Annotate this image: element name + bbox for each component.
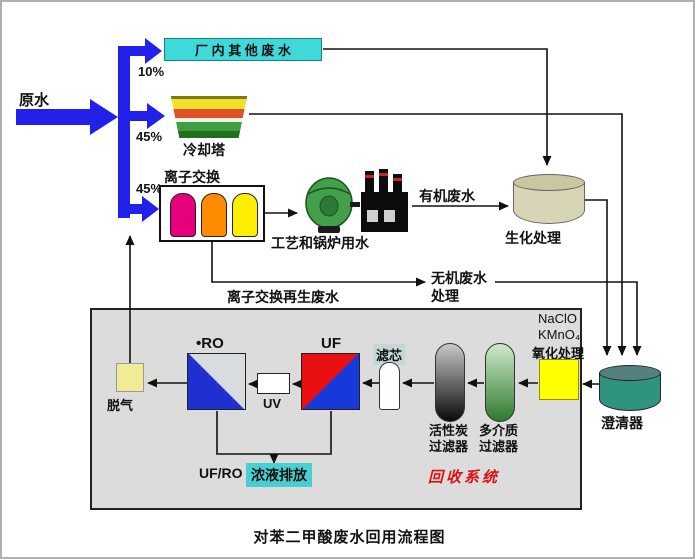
cartridge-cylinder [379, 362, 400, 410]
oxidation-box [539, 359, 579, 400]
line-ionregen-to-inorganic [211, 242, 426, 287]
line-coolingtower-to-clarifier [249, 113, 627, 356]
oxidation-label: 氧化处理 [532, 346, 585, 361]
uf-label: UF [321, 335, 341, 352]
other-wastewater-box: 厂 内 其 他 废 水 [164, 38, 322, 61]
clarifier-cylinder-top [599, 365, 661, 381]
inorganic-line2: 处理 [431, 287, 459, 304]
raw-water-arrow [16, 99, 118, 135]
percent-45-cooling-label: 45% [136, 129, 163, 144]
carbon-line2: 过滤器 [429, 439, 469, 455]
line-ufro-concentrate [216, 411, 332, 455]
uv-unit [257, 373, 290, 394]
concentrate-label: 浓液排放 [246, 463, 312, 487]
branch-arrow-middle [130, 103, 165, 129]
ufro-label: UF/RO [199, 465, 243, 481]
branch-arrow-bottom [130, 196, 159, 222]
ion-column-3 [232, 193, 258, 237]
naclo-label: NaClO [538, 311, 578, 326]
process-boiler-label: 工艺和锅炉用水 [271, 235, 369, 251]
multimedia-line2: 过滤器 [479, 439, 519, 455]
cooling-tower [170, 96, 248, 138]
ro-label: •RO [196, 335, 224, 352]
other-wastewater-label: 厂 内 其 他 废 水 [194, 43, 292, 58]
process-equipment-icon [305, 169, 408, 233]
percent-10-label: 10% [138, 64, 165, 79]
ion-exchange-label: 离子交换 [164, 169, 220, 185]
clarifier-label: 澄清器 [601, 415, 643, 431]
organic-wastewater-label: 有机废水 [419, 188, 475, 204]
degas-label: 脱气 [107, 398, 134, 413]
biochem-cylinder [513, 174, 585, 224]
ro-unit [187, 353, 246, 410]
uv-label: UV [263, 396, 282, 411]
uf-unit [301, 353, 360, 410]
percent-45-ion-label: 45% [136, 181, 163, 196]
clarifier-cylinder [599, 365, 661, 411]
raw-water-label: 原水 [19, 92, 50, 109]
line-biochem-to-clarifier [585, 199, 612, 356]
line-inorganic-to-clarifier [495, 281, 642, 356]
inorganic-line1: 无机废水 [431, 270, 487, 286]
degas-box [116, 363, 144, 392]
multimedia-line1: 多介质 [479, 423, 519, 438]
ion-column-1 [170, 193, 196, 237]
cartridge-label: 滤芯 [373, 344, 406, 365]
cooling-tower-label: 冷却塔 [183, 142, 225, 158]
multimedia-filter [485, 343, 515, 422]
carbon-filter-label: 活性炭 过滤器 [429, 423, 468, 456]
carbon-filter [435, 343, 465, 422]
blue-flow-arrows [16, 38, 165, 222]
kmno4-label: KMnO₄ [538, 327, 581, 342]
biochem-label: 生化处理 [505, 230, 561, 246]
inorganic-treatment-label: 无机废水 处理 [431, 270, 487, 305]
recovery-system-label: 回收系统 [428, 469, 501, 486]
carbon-line1: 活性炭 [429, 423, 469, 438]
diagram-title: 对苯二甲酸废水回用流程图 [253, 529, 446, 546]
branch-trunk [118, 46, 130, 218]
ion-column-2 [201, 193, 227, 237]
multimedia-filter-label: 多介质 过滤器 [479, 423, 518, 456]
ion-regen-label: 离子交换再生废水 [227, 289, 339, 305]
line-otherwaste-to-biochem [323, 48, 552, 166]
biochem-cylinder-top [513, 174, 585, 191]
branch-arrow-top [130, 38, 162, 64]
ion-exchange-box [159, 185, 265, 242]
